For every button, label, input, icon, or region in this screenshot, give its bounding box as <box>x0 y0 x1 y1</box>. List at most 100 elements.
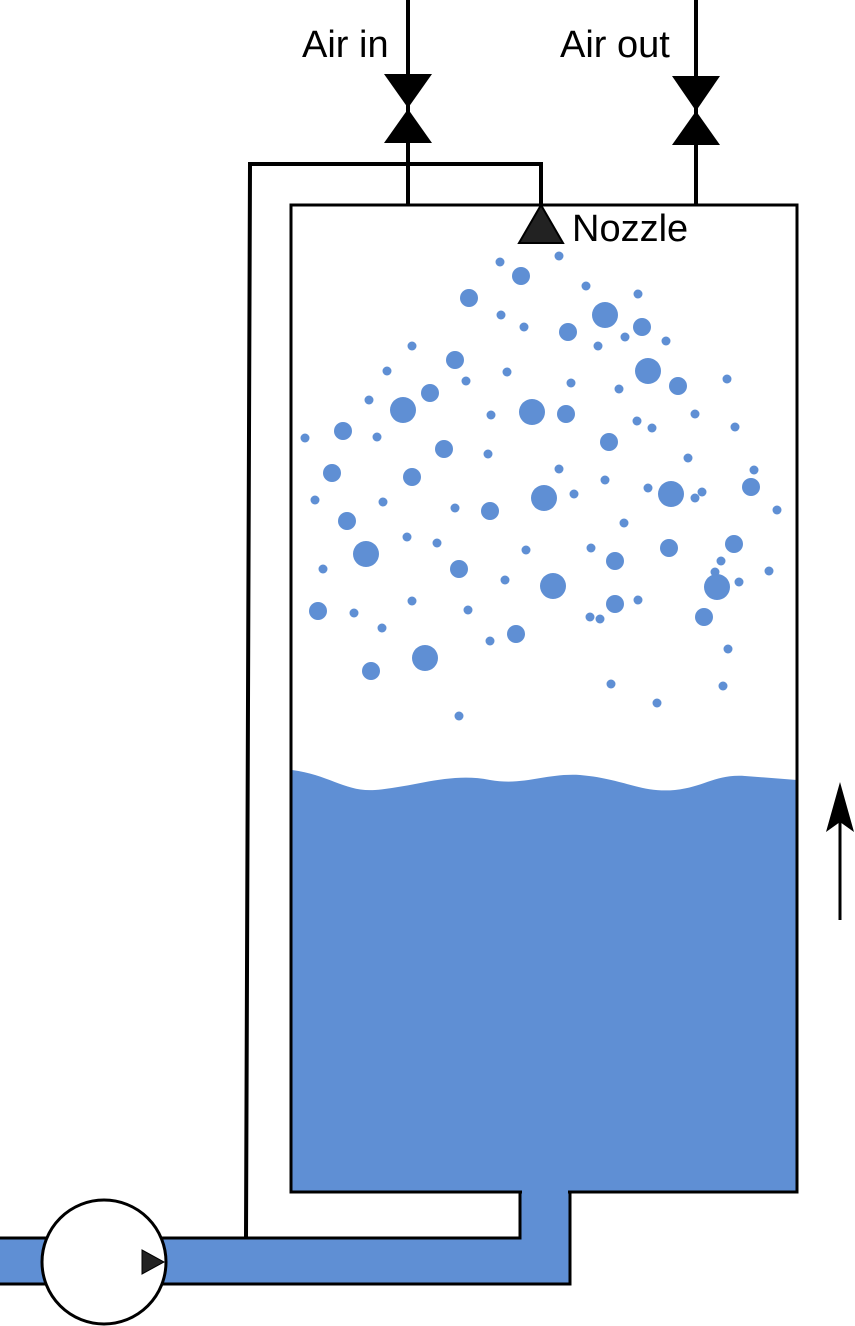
recirculation-line <box>244 162 543 1239</box>
droplet <box>585 612 595 622</box>
droplet <box>402 532 412 542</box>
droplet <box>460 289 478 307</box>
droplet <box>600 433 618 451</box>
droplet <box>557 405 575 423</box>
air-inlet-valve[interactable] <box>384 74 432 143</box>
droplet <box>620 332 630 342</box>
droplet <box>310 495 320 505</box>
droplet <box>690 409 700 419</box>
droplet <box>619 518 629 528</box>
droplet <box>461 376 471 386</box>
droplet <box>569 489 579 499</box>
valve-icon <box>672 111 720 145</box>
droplet <box>450 560 468 578</box>
droplet <box>581 281 591 291</box>
droplet <box>704 574 730 600</box>
droplet <box>454 711 464 721</box>
droplet <box>554 464 564 474</box>
droplet <box>606 552 624 570</box>
droplet <box>390 397 416 423</box>
droplet <box>338 512 356 530</box>
droplet <box>730 422 740 432</box>
droplet <box>502 367 512 377</box>
droplet <box>695 608 713 626</box>
droplet <box>734 577 744 587</box>
droplet <box>407 341 417 351</box>
valve-icon <box>384 109 432 143</box>
droplet <box>652 698 662 708</box>
droplet <box>481 502 499 520</box>
droplet <box>378 497 388 507</box>
droplet <box>697 487 707 497</box>
droplet <box>377 623 387 633</box>
droplet <box>364 395 374 405</box>
droplet <box>614 384 624 394</box>
nozzle-icon <box>517 203 565 244</box>
air-in-label: Air in <box>302 24 389 66</box>
droplet <box>635 358 661 384</box>
air-outlet-valve[interactable] <box>672 76 720 145</box>
droplet <box>595 614 605 624</box>
droplet <box>372 432 382 442</box>
droplet <box>300 433 310 443</box>
spray-droplets <box>300 251 782 721</box>
outlet-pipe-wall <box>0 1192 572 1286</box>
droplet <box>661 336 671 346</box>
droplet <box>723 644 733 654</box>
droplet <box>362 662 380 680</box>
droplet <box>435 440 453 458</box>
droplet <box>519 399 545 425</box>
droplet <box>485 636 495 646</box>
droplet <box>600 475 610 485</box>
circulation-pump[interactable] <box>40 1198 168 1326</box>
droplet <box>519 322 529 332</box>
droplet <box>407 596 417 606</box>
droplet <box>540 573 566 599</box>
nozzle-label: Nozzle <box>572 208 688 250</box>
droplet <box>647 423 657 433</box>
valve-icon <box>672 76 720 111</box>
droplet <box>463 605 473 615</box>
droplet <box>725 535 743 553</box>
droplet <box>554 251 564 261</box>
droplet <box>764 566 774 576</box>
droplet <box>633 595 643 605</box>
droplet <box>353 541 379 567</box>
droplet <box>559 323 577 341</box>
droplet <box>606 679 616 689</box>
droplet <box>632 416 642 426</box>
droplet <box>658 481 684 507</box>
droplet <box>772 505 782 515</box>
droplet <box>512 267 530 285</box>
droplet <box>531 485 557 511</box>
droplet <box>500 575 510 585</box>
droplet <box>486 410 496 420</box>
droplet <box>483 449 493 459</box>
droplet <box>446 351 464 369</box>
droplet <box>382 366 392 376</box>
droplet <box>412 645 438 671</box>
droplet <box>496 310 506 320</box>
droplet <box>716 556 726 566</box>
droplet <box>495 257 505 267</box>
pump-direction-icon <box>141 1249 166 1275</box>
droplet <box>722 374 732 384</box>
droplet <box>633 289 643 299</box>
droplet <box>421 384 439 402</box>
droplet <box>660 539 678 557</box>
droplet <box>592 302 618 328</box>
droplet <box>334 422 352 440</box>
droplet <box>450 503 460 513</box>
droplet <box>432 538 442 548</box>
droplet <box>323 464 341 482</box>
droplet <box>606 595 624 613</box>
droplet <box>318 564 328 574</box>
valve-icon <box>384 74 432 108</box>
droplet <box>633 318 651 336</box>
droplet <box>349 608 359 618</box>
droplet <box>690 493 700 503</box>
droplet <box>593 341 603 351</box>
droplet <box>403 468 421 486</box>
droplet <box>669 377 687 395</box>
